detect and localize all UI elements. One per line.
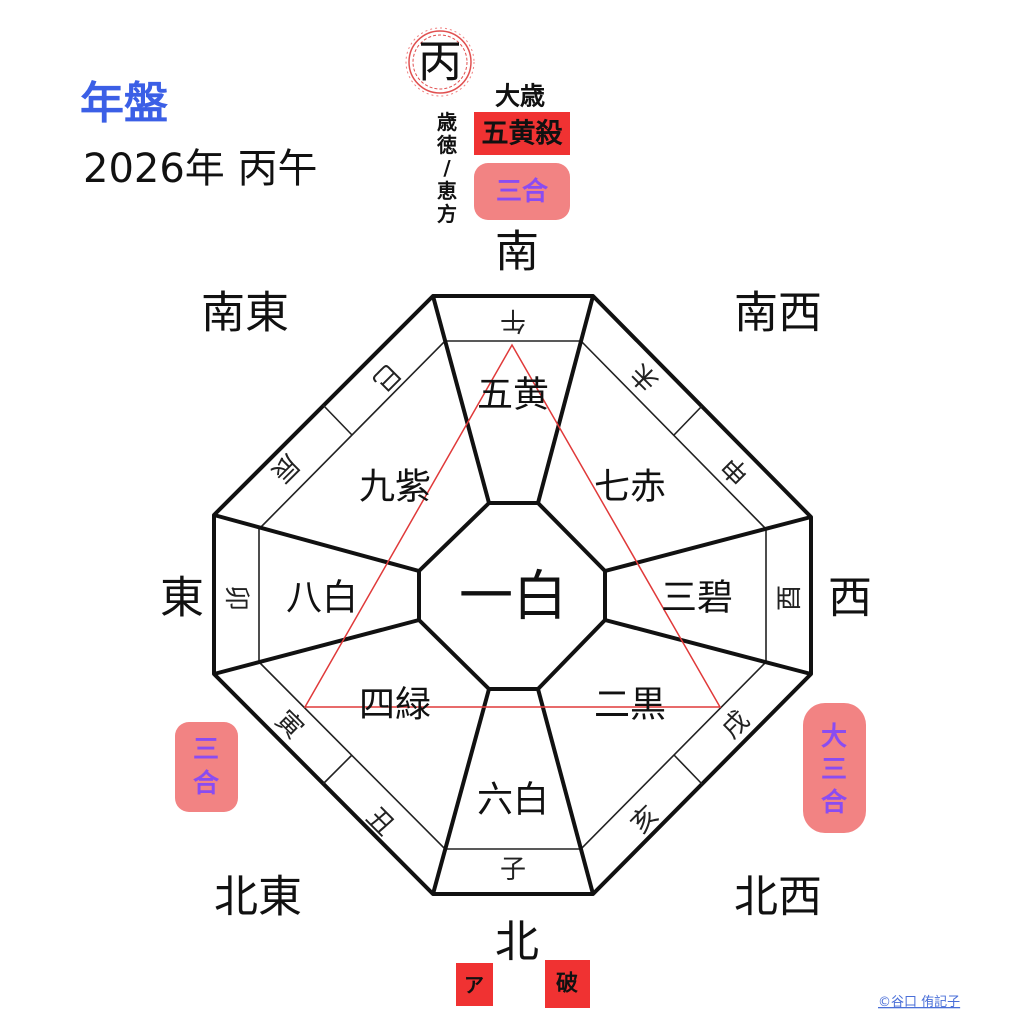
- zodiac-ne: 子: [500, 855, 526, 885]
- zodiac-ushi: 丑: [360, 802, 400, 842]
- star-east: 八白: [286, 578, 358, 619]
- a-label: ア: [464, 973, 484, 997]
- char: 大: [821, 722, 847, 752]
- zodiac-uma: 午: [500, 305, 526, 335]
- star-north: 六白: [477, 780, 549, 821]
- direction-east: 東: [160, 573, 204, 624]
- sango-label-top: 三合: [496, 176, 549, 207]
- heavenly-stem: 丙: [418, 37, 462, 88]
- star-west: 三碧: [661, 578, 733, 619]
- zodiac-dividers: [322, 404, 703, 785]
- zodiac-tora: 寅: [269, 705, 309, 745]
- zodiac-mi: 巳: [366, 357, 406, 397]
- char: 合: [193, 768, 220, 799]
- gooosatsu-label: 五黄殺: [482, 119, 564, 150]
- char: 合: [821, 787, 848, 818]
- star-northwest: 二黒: [594, 685, 666, 726]
- sango-badge-top: [474, 163, 570, 220]
- sango-triangle: [303, 343, 722, 708]
- direction-north: 北: [495, 917, 539, 968]
- zodiac-tori: 酉: [775, 585, 805, 611]
- char: 三: [193, 735, 219, 765]
- char: /: [443, 156, 451, 180]
- char: 三: [821, 755, 847, 785]
- daisango-badge-right: [803, 703, 866, 833]
- direction-southeast: 南東: [201, 288, 289, 339]
- zodiac-inu: 戌: [716, 705, 756, 745]
- char: 恵: [437, 179, 457, 203]
- char: 徳: [436, 133, 457, 157]
- direction-northwest: 北西: [734, 872, 822, 923]
- char: 方: [437, 202, 457, 226]
- ha-badge: [545, 960, 590, 1008]
- zodiac-tatsu: 辰: [265, 448, 305, 488]
- sector-dividers: [213, 295, 812, 895]
- sango-label-left: 三 合: [193, 735, 220, 799]
- year-subtitle: 2026年 丙午: [83, 146, 318, 192]
- octagon-board: [212, 294, 813, 896]
- zodiac-u: 卯: [221, 585, 251, 611]
- direction-south: 南: [495, 227, 539, 278]
- saitoku-ehou-label: 歳 徳 / 恵 方: [436, 110, 457, 226]
- direction-southwest: 南西: [734, 288, 822, 339]
- wreath-circle-icon: [405, 27, 475, 97]
- star-center: 一白: [459, 565, 567, 628]
- star-northeast: 四緑: [359, 685, 431, 726]
- star-south: 五黄: [477, 375, 549, 416]
- char: 歳: [437, 110, 457, 134]
- daisango-label-right: 大 三 合: [821, 722, 848, 818]
- star-southwest: 七赤: [594, 467, 666, 508]
- direction-northeast: 北東: [214, 872, 302, 923]
- ha-label: 破: [556, 971, 578, 997]
- direction-west: 西: [828, 573, 872, 624]
- page-title: 年盤: [80, 78, 168, 129]
- credit-link[interactable]: ©谷口 侑記子: [878, 994, 960, 1010]
- taisai-label: 大歳: [495, 82, 545, 111]
- gooosatsu-badge: [474, 112, 570, 155]
- a-badge: [456, 963, 493, 1006]
- star-southeast: 九紫: [359, 467, 431, 508]
- zodiac-i: 亥: [625, 800, 665, 840]
- sango-badge-left: [175, 722, 238, 812]
